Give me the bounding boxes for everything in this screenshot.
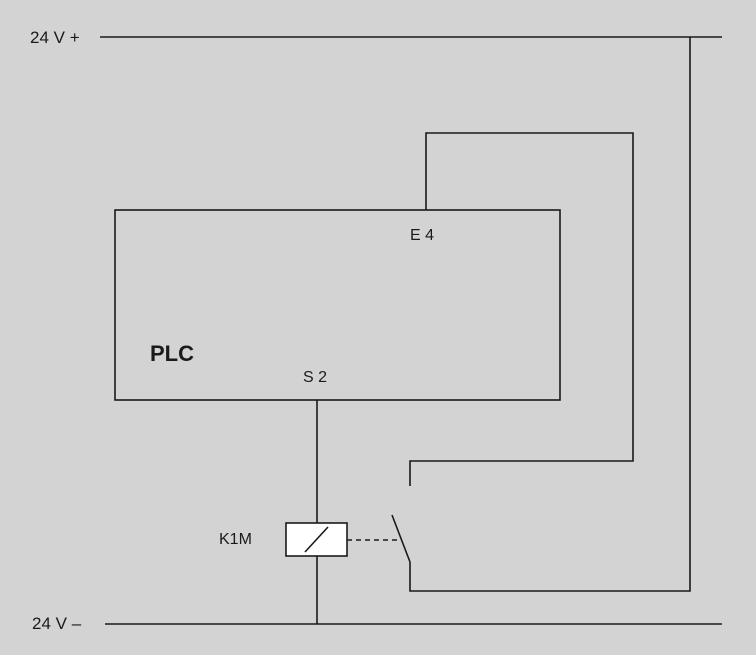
positive-rail-label: 24 V + [30, 28, 80, 47]
relay-label: K1M [219, 531, 252, 548]
input-e4-wire [409, 132, 634, 486]
input-e4-label: E 4 [410, 227, 435, 244]
plc-box [114, 209, 561, 401]
relay-coil-diagonal [304, 526, 329, 553]
output-s2-label: S 2 [303, 369, 328, 386]
plc-label: PLC [150, 341, 194, 366]
relay-contact [391, 514, 411, 563]
supply-to-switch-wire [409, 37, 691, 592]
negative-rail-label: 24 V – [32, 614, 82, 633]
